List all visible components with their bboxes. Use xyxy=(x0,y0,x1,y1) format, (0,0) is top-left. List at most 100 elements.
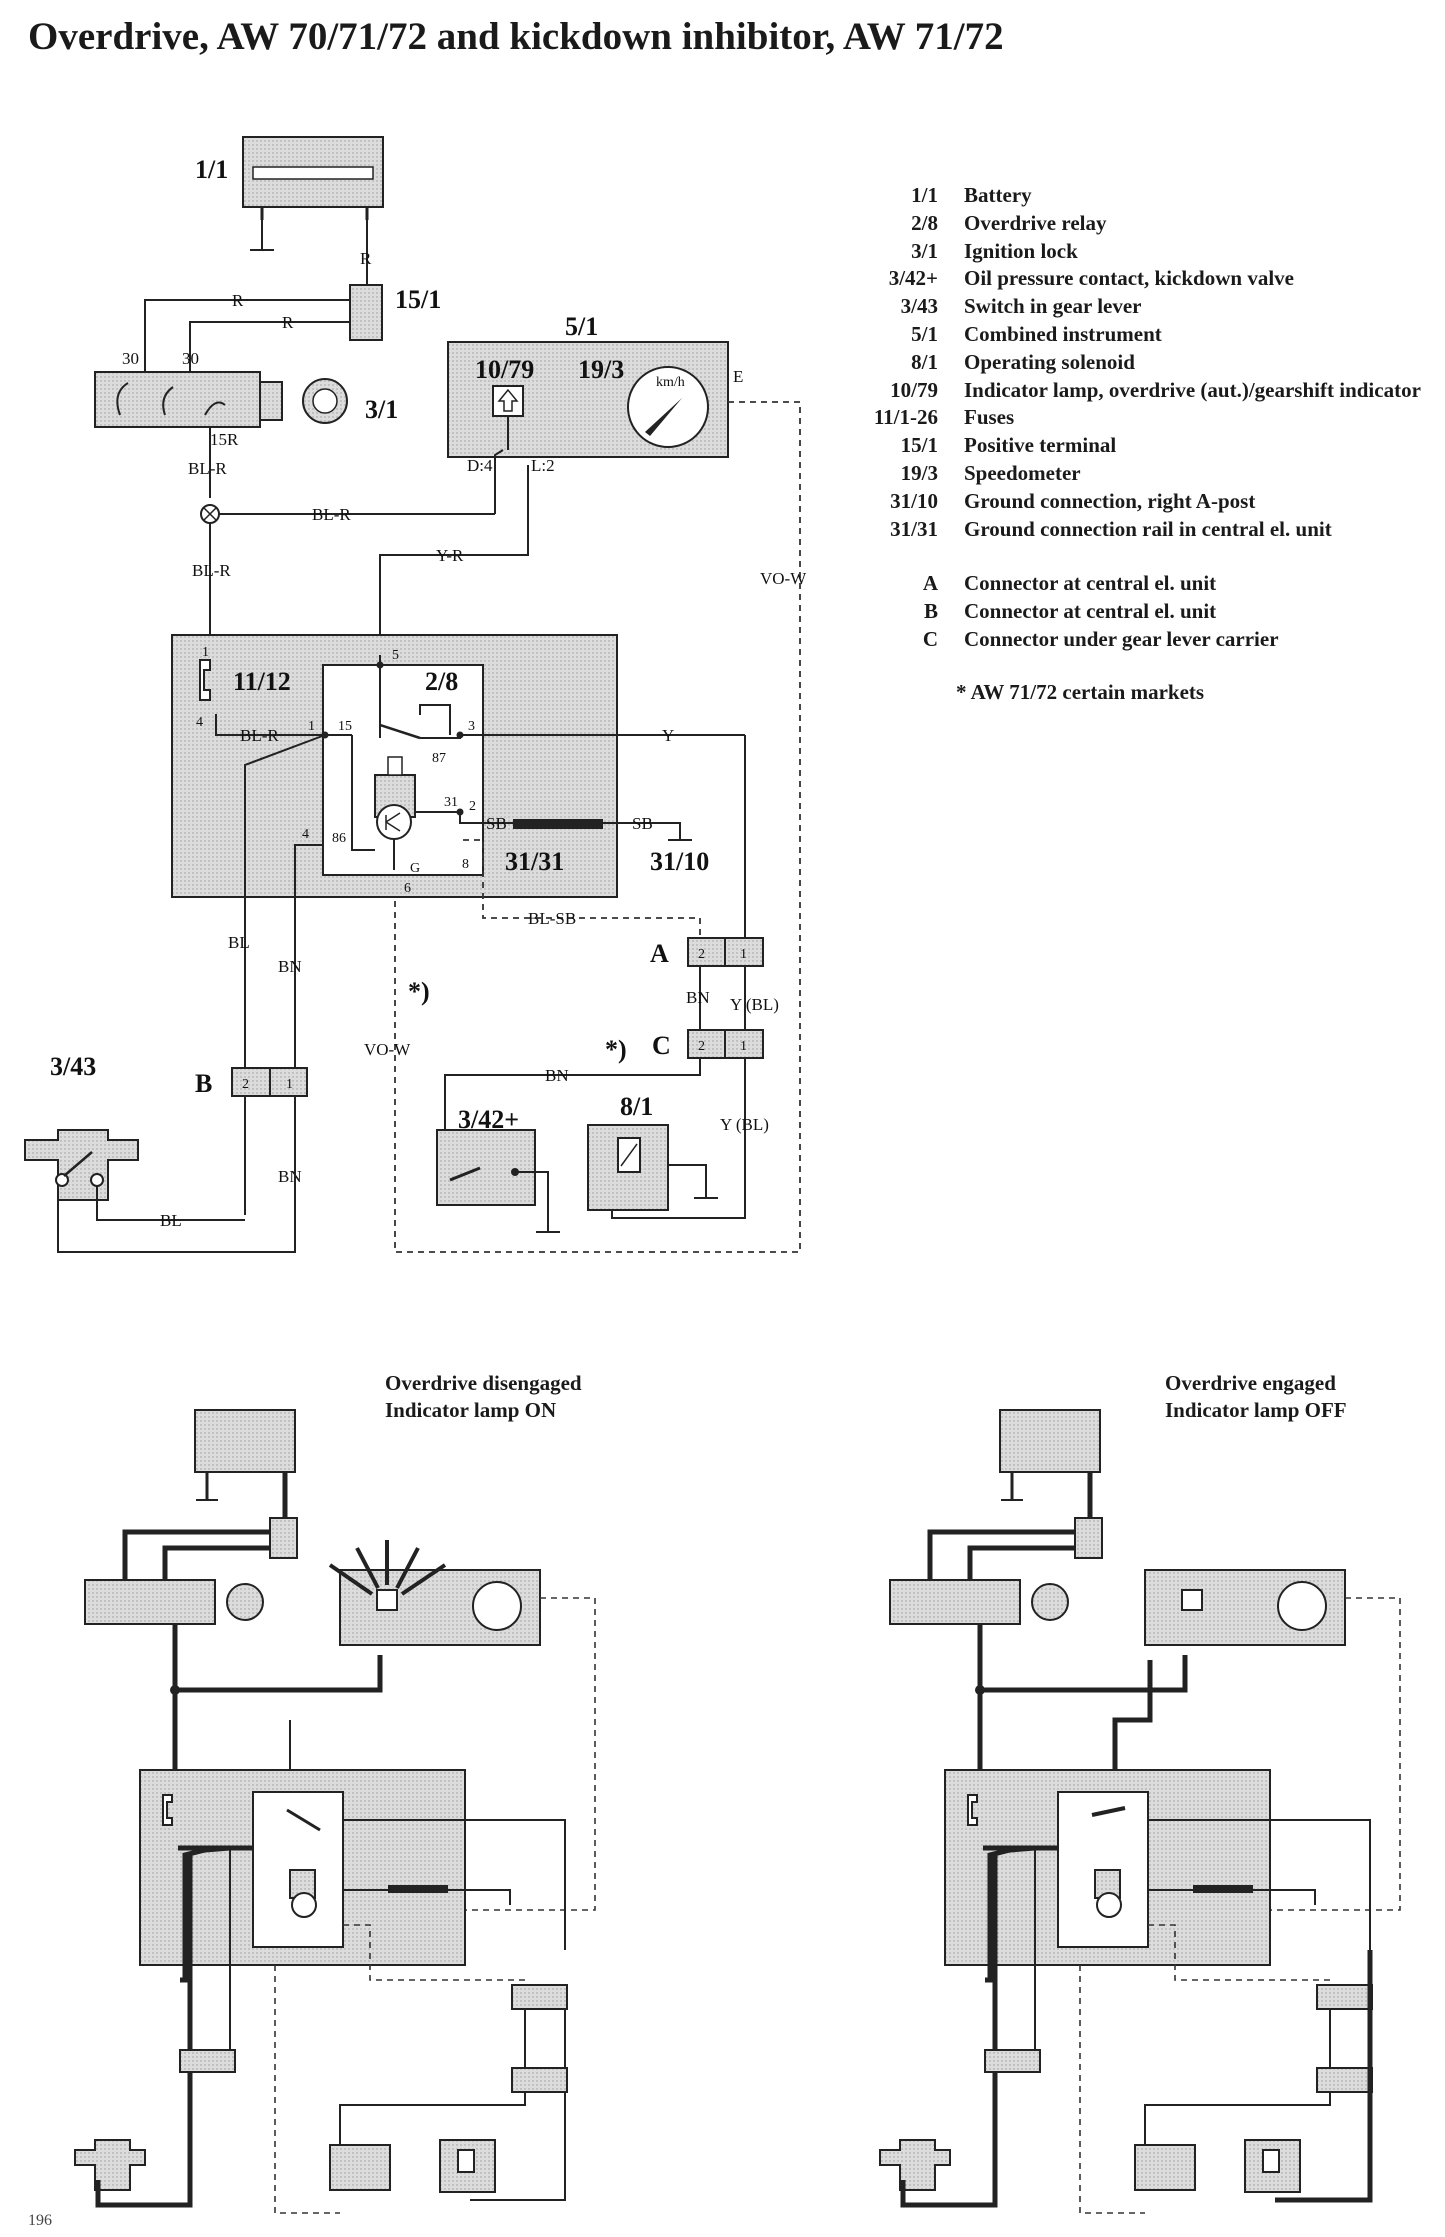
fuse-label: 11/12 xyxy=(233,667,291,696)
combined-instrument: 5/1 10/79 19/3 km/h E D:4 L:2 xyxy=(447,312,743,475)
legend-desc: Fuses xyxy=(964,405,1015,430)
connector-legend-item: B Connector at central el. unit xyxy=(868,598,1424,626)
connector-desc: Connector at central el. unit xyxy=(964,599,1217,624)
operating-solenoid: 8/1 xyxy=(587,1092,669,1211)
wire-label-bl-2: BL xyxy=(160,1211,182,1230)
relay-pin-86: 86 xyxy=(332,831,346,846)
ignition-terminal-30b: 30 xyxy=(182,349,199,368)
page-number: 196 xyxy=(28,2212,52,2229)
wire-label-bl-r-4: BL-R xyxy=(240,726,279,745)
legend-item: 10/79 Indicator lamp, overdrive (aut.)/ge… xyxy=(868,377,1424,405)
footnote-mark-1: *) xyxy=(408,977,430,1006)
footnote-mark-2: *) xyxy=(605,1035,627,1064)
indicator-lamp-label: 10/79 xyxy=(475,355,534,384)
legend-code: 5/1 xyxy=(911,321,938,346)
wire-label-vo-w-2: VO-W xyxy=(364,1040,411,1059)
connector-b-label: B xyxy=(195,1069,212,1098)
connector-b: 2 1 B xyxy=(195,1067,308,1098)
relay-pin-15: 15 xyxy=(338,719,352,734)
relay-pin-8: 8 xyxy=(462,857,469,872)
fuse-pin-1: 1 xyxy=(202,645,209,660)
relay-pin-g: G xyxy=(410,861,420,876)
legend-desc: Overdrive relay xyxy=(964,210,1107,235)
wire-label-y-bl-1: Y (BL) xyxy=(730,995,779,1014)
instrument-label: 5/1 xyxy=(565,312,598,341)
legend-desc: Ground connection rail in central el. un… xyxy=(964,516,1332,541)
solenoid-label: 8/1 xyxy=(620,1092,653,1121)
legend-item: 31/31 Ground connection rail in central e… xyxy=(868,516,1424,544)
wire-label-bl-sb: BL-SB xyxy=(528,909,576,928)
legend-desc: Speedometer xyxy=(964,460,1081,485)
relay-pin-6: 6 xyxy=(404,881,411,896)
legend-code: 8/1 xyxy=(911,349,938,374)
legend-code: 10/79 xyxy=(890,377,938,402)
legend-code: 3/42+ xyxy=(888,266,938,291)
relay-pin-5: 5 xyxy=(392,648,399,663)
legend-desc: Switch in gear lever xyxy=(964,294,1142,319)
wire-label-y-bl-2: Y (BL) xyxy=(720,1115,769,1134)
oil-pressure-contact: 3/42+ xyxy=(436,1105,536,1206)
legend-desc: Ignition lock xyxy=(964,238,1078,263)
page-title: Overdrive, AW 70/71/72 and kickdown inhi… xyxy=(28,15,1004,58)
wire-label-bl-1: BL xyxy=(228,933,250,952)
relay-pin-2: 2 xyxy=(469,799,476,814)
relay-pin-4: 4 xyxy=(302,827,309,842)
connector-c-pin-1: 1 xyxy=(740,1039,747,1054)
speedometer-gauge xyxy=(627,366,709,448)
connector-code: B xyxy=(923,599,938,624)
ignition-lock: 30 30 15R 3/1 xyxy=(94,349,398,449)
state-diagram-disengaged xyxy=(74,1409,596,2214)
connector-b-pin-2: 2 xyxy=(242,1077,249,1092)
caption-disengaged: Overdrive disengaged Indicator lamp ON xyxy=(385,1370,582,1424)
connector-code: A xyxy=(922,571,938,596)
wire-label-y-r: Y-R xyxy=(436,546,464,565)
legend-item: 5/1 Combined instrument xyxy=(868,321,1424,349)
connector-code: C xyxy=(922,626,938,651)
connector-b-pin-1: 1 xyxy=(286,1077,293,1092)
oil-pressure-label: 3/42+ xyxy=(458,1105,519,1134)
connector-desc: Connector at central el. unit xyxy=(964,571,1217,596)
wire-label-bl-r-2: BL-R xyxy=(312,505,351,524)
ground-rail-label: 31/31 xyxy=(505,847,564,876)
legend-desc: Oil pressure contact, kickdown valve xyxy=(964,266,1294,291)
legend-desc: Battery xyxy=(964,183,1032,207)
ground-post-label: 31/10 xyxy=(650,847,709,876)
wire-label-y: Y xyxy=(662,726,674,745)
connector-a-pin-2: 2 xyxy=(698,947,705,962)
legend-desc: Positive terminal xyxy=(964,433,1117,458)
relay-label: 2/8 xyxy=(425,667,458,696)
relay-pin-1: 1 xyxy=(308,719,315,734)
ignition-terminal-15r: 15R xyxy=(210,430,239,449)
wire-label-r-3: R xyxy=(282,313,294,332)
legend-code: 31/10 xyxy=(890,488,938,513)
battery-label: 1/1 xyxy=(195,155,228,184)
fuse-symbol xyxy=(199,659,211,701)
wire-label-r-2: R xyxy=(232,291,244,310)
connector-c-label: C xyxy=(652,1031,671,1060)
legend-desc: Combined instrument xyxy=(964,321,1162,346)
caption-engaged: Overdrive engaged Indicator lamp OFF xyxy=(1165,1370,1347,1424)
terminal-e: E xyxy=(733,367,743,386)
terminal-d4: D:4 xyxy=(467,456,493,475)
wire-label-bn-2: BN xyxy=(686,988,710,1007)
caption-engaged-line2: Indicator lamp OFF xyxy=(1165,1398,1347,1422)
positive-terminal: 15/1 xyxy=(349,284,441,341)
speedometer-label: 19/3 xyxy=(578,355,624,384)
legend-desc: Indicator lamp, overdrive (aut.)/gearshi… xyxy=(964,377,1421,402)
battery: 1/1 xyxy=(195,136,384,251)
fuse-pin-4: 4 xyxy=(196,715,203,730)
legend-item: 3/42+ Oil pressure contact, kickdown valv… xyxy=(868,265,1424,293)
wire-label-bl-r-1: BL-R xyxy=(188,459,227,478)
terminal-l2: L:2 xyxy=(531,456,555,475)
legend-code: 31/31 xyxy=(890,516,938,541)
relay-2-8 xyxy=(322,664,484,876)
connector-legend-item: A Connector at central el. unit xyxy=(868,570,1424,598)
wire-label-sb-1: SB xyxy=(486,814,507,833)
relay-pin-3: 3 xyxy=(468,719,475,734)
